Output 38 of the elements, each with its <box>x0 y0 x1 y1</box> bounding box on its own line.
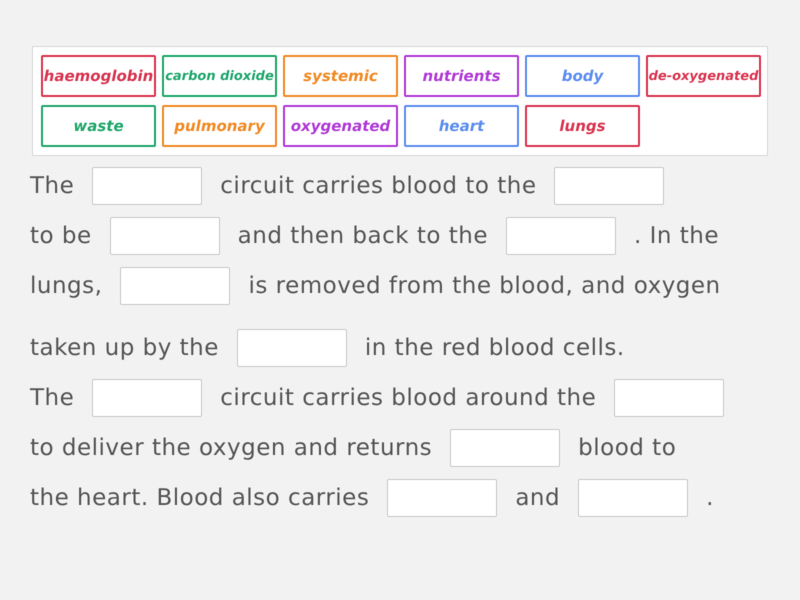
word-tile: systemic <box>283 55 398 97</box>
sentence-text: taken up by the <box>30 335 219 361</box>
sentence-text: . In the <box>634 223 720 249</box>
sentence-text: and then back to the <box>238 223 488 249</box>
word-tile: nutrients <box>404 55 519 97</box>
sentence-text: lungs, <box>30 273 102 299</box>
word-tile: pulmonary <box>162 105 277 147</box>
answer-box <box>92 379 202 417</box>
answer-box <box>614 379 724 417</box>
sentence-text: circuit carries blood to the <box>220 173 536 199</box>
word-tile: de-oxygenated <box>646 55 761 97</box>
answer-box <box>110 217 220 255</box>
answer-box <box>506 217 616 255</box>
answer-box <box>236 329 347 367</box>
sentence-text: . <box>706 485 714 511</box>
answer-box <box>387 479 498 517</box>
sentence-text: The <box>30 173 74 199</box>
word-tile: oxygenated <box>283 105 398 147</box>
sentence-text: the heart. Blood also carries <box>30 485 370 511</box>
word-tile: lungs <box>525 105 640 147</box>
answer-box <box>554 167 664 205</box>
sentence-text: blood to <box>578 435 676 461</box>
sentence-text: to deliver the oxygen and returns <box>30 435 432 461</box>
answer-box <box>120 267 230 305</box>
sentence-text: is removed from the blood, and oxygen <box>248 273 721 299</box>
word-tile: heart <box>404 105 519 147</box>
sentence-text: and <box>515 485 560 511</box>
word-tile: waste <box>41 105 156 147</box>
word-tile: haemoglobin <box>41 55 156 97</box>
sentence-text: to be <box>30 223 92 249</box>
answer-box <box>450 429 560 467</box>
sentence-text: The <box>30 385 74 411</box>
word-tile: body <box>525 55 640 97</box>
answer-box <box>92 167 202 205</box>
word-tile: carbon dioxide <box>162 55 277 97</box>
answer-box <box>578 479 688 517</box>
sentence-text: circuit carries blood around the <box>220 385 596 411</box>
sentence-text: in the red blood cells. <box>364 335 625 361</box>
